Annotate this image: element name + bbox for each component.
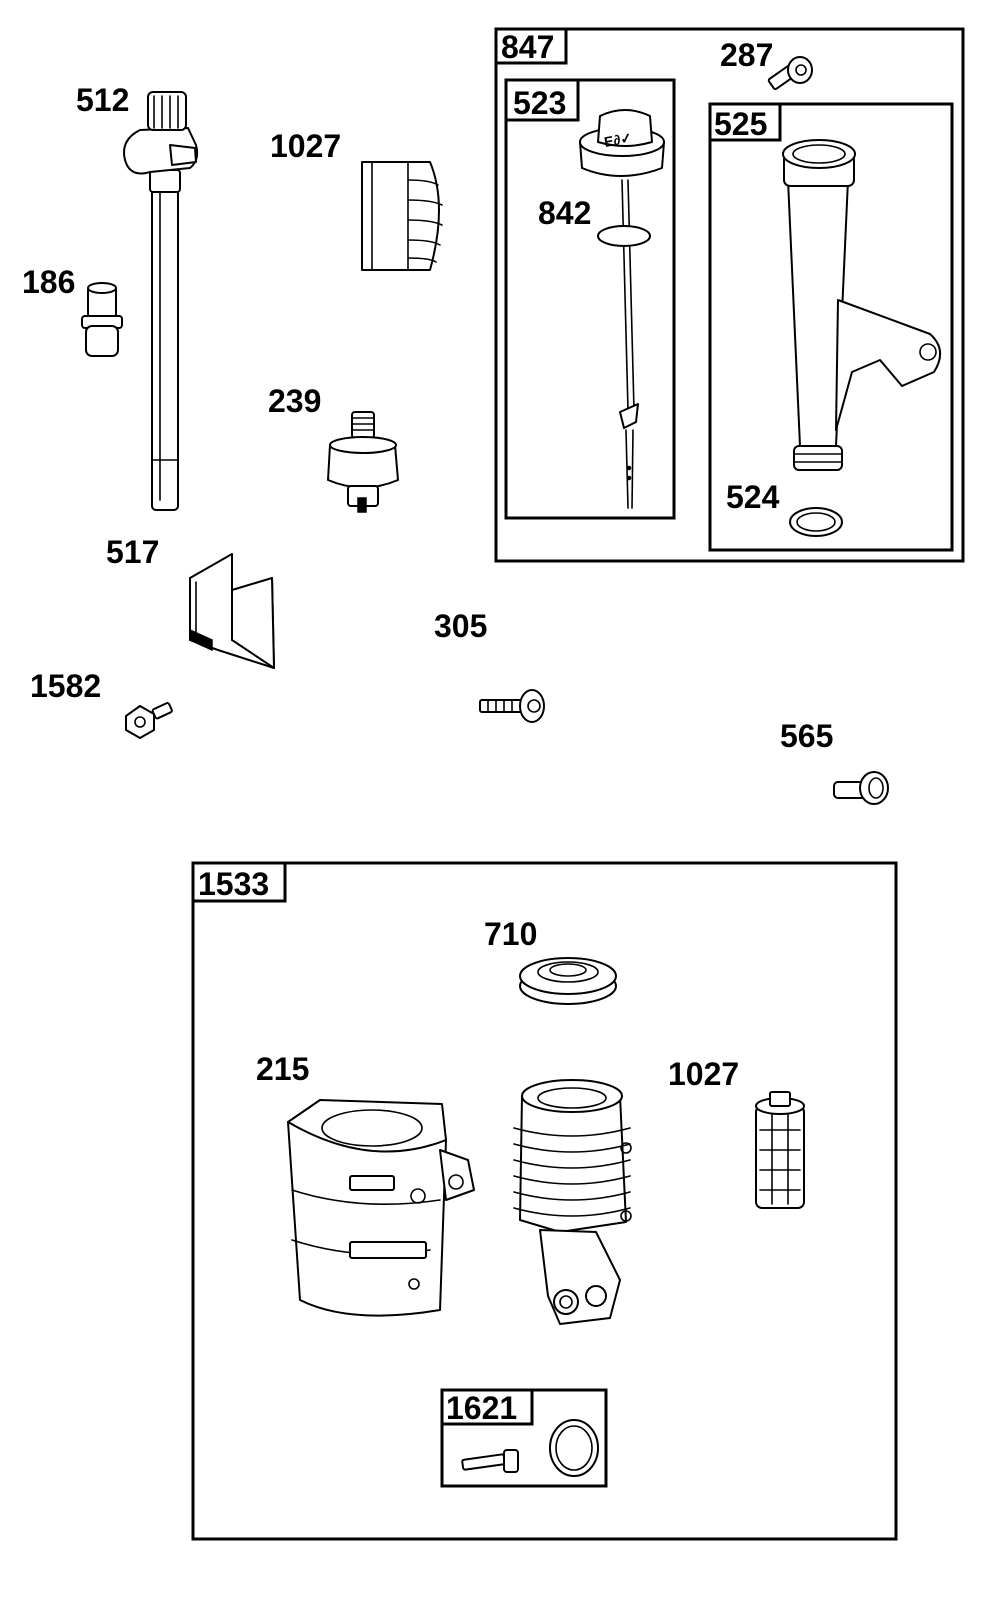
part-565-plug — [833, 771, 889, 805]
part-1582-bolt — [125, 702, 173, 739]
label-1582: 1582 — [30, 668, 101, 704]
part-305-screw — [479, 689, 545, 723]
kit-523-tag — [504, 78, 580, 122]
kit-1621-tag — [440, 1388, 534, 1426]
kit-525-tag — [708, 102, 782, 142]
label-525: 525 — [714, 106, 767, 142]
part-842-o-ring — [597, 225, 651, 247]
part-512-oil-fill-tube — [123, 91, 199, 511]
label-512: 512 — [76, 82, 129, 118]
kit-525-box — [708, 102, 954, 552]
label-215: 215 — [256, 1051, 309, 1087]
label-239: 239 — [268, 383, 321, 419]
kit-847-tag — [494, 27, 568, 65]
label-1027-upper: 1027 — [270, 128, 341, 164]
label-524: 524 — [726, 479, 780, 515]
kit-523-box — [504, 78, 676, 520]
part-287-screw — [767, 56, 813, 91]
kit-847-box — [494, 27, 965, 563]
part-239-pressure-switch — [327, 411, 399, 513]
label-305: 305 — [434, 608, 487, 644]
label-1533: 1533 — [198, 866, 269, 902]
part-1027-filter-lower — [755, 1091, 805, 1209]
label-1027-lower: 1027 — [668, 1056, 739, 1092]
label-710: 710 — [484, 916, 537, 952]
dipstick-cap-mark: E∂✓ — [603, 129, 633, 150]
part-1027-oil-filter — [361, 161, 443, 271]
label-1621: 1621 — [446, 1390, 517, 1426]
part-710-seal — [519, 957, 617, 1005]
kit-1533-tag — [191, 861, 287, 903]
label-565: 565 — [780, 718, 833, 754]
label-523: 523 — [513, 85, 566, 121]
part-1621-screw-and-gasket — [461, 1419, 599, 1477]
part-523-dipstick: E∂✓ — [579, 109, 665, 509]
kit-1533-box — [191, 861, 898, 1541]
label-847: 847 — [501, 29, 554, 65]
label-186: 186 — [22, 264, 75, 300]
part-525-dipstick-tube — [782, 139, 941, 471]
cylinder-block-part — [513, 1079, 632, 1325]
part-517-bracket — [189, 553, 275, 669]
label-287: 287 — [720, 37, 773, 73]
part-186-fitting — [81, 282, 123, 357]
label-842: 842 — [538, 195, 591, 231]
label-517: 517 — [106, 534, 159, 570]
part-524-o-ring — [789, 507, 843, 537]
part-215-housing — [287, 1099, 475, 1317]
